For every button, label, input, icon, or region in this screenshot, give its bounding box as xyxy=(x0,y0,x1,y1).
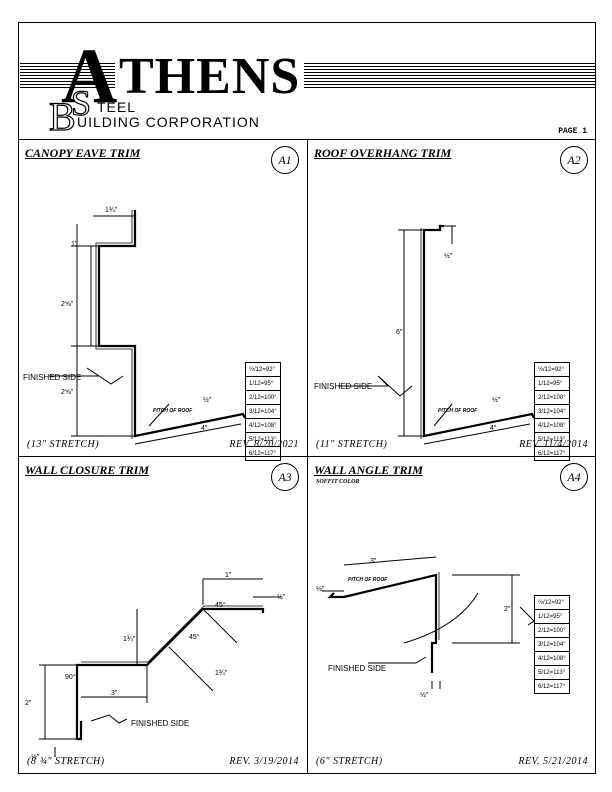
finished-side-label: FINISHED SIDE xyxy=(23,373,81,382)
dim-hem: ½" xyxy=(420,691,429,699)
panel-wall-closure-trim: WALL CLOSURE TRIM A3 90° 2" 3" 1¾" 45° 4… xyxy=(19,457,307,773)
pitch-row: 6/12=117° xyxy=(534,446,570,461)
logo-steel-text: TEEL xyxy=(97,99,137,115)
center-divider xyxy=(307,139,308,773)
dim-bottom: 4" xyxy=(201,425,208,432)
revision-label: REV. 5/21/2014 xyxy=(518,756,588,767)
soffit-color-label: SOFFIT COLOR xyxy=(316,479,360,485)
logo-athens-word: THENS xyxy=(115,51,305,103)
finished-side-label: FINISHED SIDE xyxy=(314,382,372,391)
panel-badge: A2 xyxy=(560,146,588,174)
dim-rise: 1¾" xyxy=(123,636,136,643)
panel-badge: A4 xyxy=(560,463,588,491)
panel-badge: A3 xyxy=(271,463,299,491)
dim-bottom: 4" xyxy=(490,425,497,432)
dim-bottom: 3" xyxy=(111,690,118,697)
pitch-row: 6/12=117° xyxy=(245,446,281,461)
canopy-eave-trim-drawing: 1" 2⅝" 2⅝" 1¾" ½" 4" FINISHED SIDE PITCH… xyxy=(23,207,246,445)
finished-side-label: FINISHED SIDE xyxy=(131,719,189,728)
dim-hem: ½" xyxy=(31,753,40,761)
pitch-table: ½/12=92° 1/12=95° 2/12=100° 3/12=104° 4/… xyxy=(534,595,570,694)
pitch-row: 2/12=100° xyxy=(245,390,281,405)
dim-height: 2" xyxy=(504,606,511,613)
wall-closure-trim-drawing: 90° 2" 3" 1¾" 45° 45° 1¾" 1" ½" ½" FINIS… xyxy=(25,572,286,761)
drawing-frame: THENS A B S TEEL UILDING CORPORATION PAG… xyxy=(18,22,596,774)
logo-b-letter: B xyxy=(48,94,76,139)
pitch-row: 1/12=95° xyxy=(534,376,570,391)
pitch-row: 2/12=100° xyxy=(534,623,570,638)
logo-athens-a: A xyxy=(61,32,118,119)
pitch-row: 4/12=108° xyxy=(534,651,570,666)
pitch-row: ½/12=92° xyxy=(534,362,570,377)
dim-mid: 2⅝" xyxy=(61,301,74,308)
pitch-row: ½/12=92° xyxy=(245,362,281,377)
dim-top: ½" xyxy=(444,252,453,260)
dim-lip: ½" xyxy=(277,593,286,601)
logo-s-letter: S xyxy=(70,83,92,123)
pitch-row: 5/12=113° xyxy=(534,665,570,680)
finished-side-label: FINISHED SIDE xyxy=(328,664,386,673)
panel-title: WALL CLOSURE TRIM xyxy=(25,463,150,477)
panel-title: CANOPY EAVE TRIM xyxy=(25,146,141,160)
dim-angle-low: 90° xyxy=(65,673,76,681)
panel-wall-angle-trim: WALL ANGLE TRIM A4 SOFFIT COLOR 3" ½" 2"… xyxy=(308,457,596,773)
pitch-row: 4/12=108° xyxy=(534,418,570,433)
roof-overhang-trim-drawing: 6" ½" ½" 4" FINISHED SIDE PITCH OF ROOF xyxy=(314,224,535,445)
stretch-label: (11" STRETCH) xyxy=(316,439,388,450)
dim-top: 1¾" xyxy=(105,207,118,214)
panel-title: ROOF OVERHANG TRIM xyxy=(314,146,452,160)
pitch-row: 1/12=95° xyxy=(534,609,570,624)
panel-canopy-eave-trim: CANOPY EAVE TRIM A1 1" 2⅝" 2⅝" 1¾" ½" 4"… xyxy=(19,140,307,461)
pitch-row: ½/12=92° xyxy=(534,595,570,610)
dim-upper: 1" xyxy=(71,241,78,248)
stretch-label: (6" STRETCH) xyxy=(316,756,383,767)
dim-lip: ½" xyxy=(316,585,325,593)
pitch-row: 6/12=117° xyxy=(534,679,570,694)
revision-label: REV. 3/19/2014 xyxy=(229,756,299,767)
pitch-table: ½/12=92° 1/12=95° 2/12=100° 3/12=104° 4/… xyxy=(245,362,281,461)
dim-lip: ½" xyxy=(492,396,501,404)
wall-angle-trim-drawing: 3" ½" 2" ½" FINISHED SIDE PITCH OF ROOF xyxy=(316,556,535,699)
dim-diag: 1¾" xyxy=(215,670,228,677)
pitch-table: ½/12=92° 1/12=95° 2/12=100° 3/12=104° 4/… xyxy=(534,362,570,461)
dim-lower: 2⅝" xyxy=(61,389,74,396)
pitch-of-roof-label: PITCH OF ROOF xyxy=(153,408,193,414)
revision-label: REV. 8/20/2021 xyxy=(229,439,299,450)
dim-lip: ½" xyxy=(203,396,212,404)
pitch-row: 1/12=95° xyxy=(245,376,281,391)
dim-height: 6" xyxy=(396,329,403,336)
revision-label: REV. 11/4/2014 xyxy=(519,439,588,450)
pitch-row: 3/12=104° xyxy=(534,637,570,652)
stretch-label: (8 ¾" STRETCH) xyxy=(27,756,105,767)
dim-angle-top: 45° xyxy=(215,601,226,609)
stretch-label: (13" STRETCH) xyxy=(27,439,100,450)
dim-top: 3" xyxy=(370,558,377,565)
page-number: PAGE 1 xyxy=(558,127,587,136)
dim-height: 2" xyxy=(25,700,32,707)
panel-badge: A1 xyxy=(271,146,299,174)
dim-angle-mid: 45° xyxy=(189,633,200,641)
pitch-row: 3/12=104° xyxy=(534,404,570,419)
panel-roof-overhang-trim: ROOF OVERHANG TRIM A2 6" ½" ½" 4" FINISH… xyxy=(308,140,596,461)
pitch-of-roof-label: PITCH OF ROOF xyxy=(348,577,388,583)
pitch-row: 4/12=108° xyxy=(245,418,281,433)
panel-title: WALL ANGLE TRIM xyxy=(314,463,423,477)
pitch-row: 2/12=100° xyxy=(534,390,570,405)
pitch-of-roof-label: PITCH OF ROOF xyxy=(438,408,478,414)
dim-top: 1" xyxy=(225,572,232,579)
pitch-row: 3/12=104° xyxy=(245,404,281,419)
logo-corporation-text: UILDING CORPORATION xyxy=(77,114,260,130)
